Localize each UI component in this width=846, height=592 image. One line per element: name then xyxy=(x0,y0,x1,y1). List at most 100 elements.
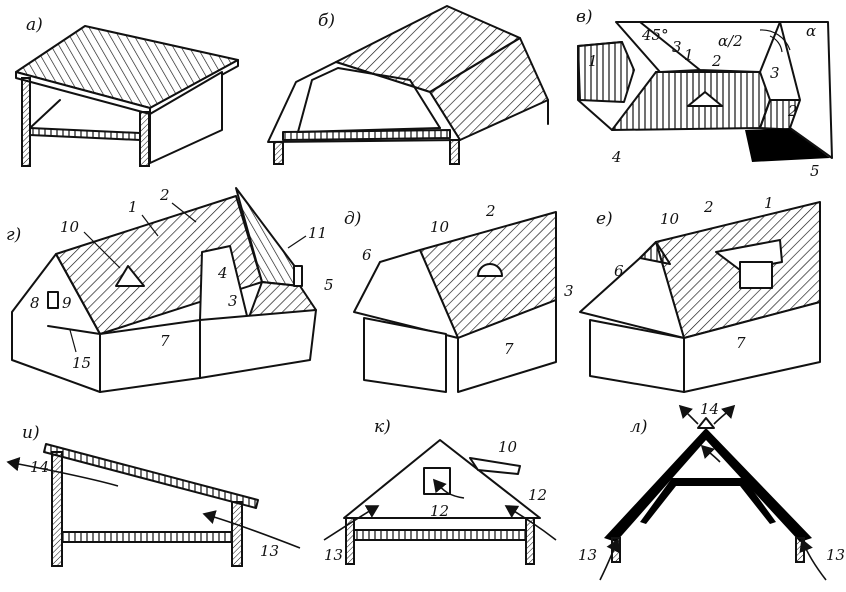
l-air-inlet-right xyxy=(799,538,827,581)
panel-g-hip-house: г) 1 2 3 4 5 7 8 9 10 11 15 xyxy=(6,186,334,393)
g-label-10: 10 xyxy=(60,218,80,236)
plan-label-2b: 2 xyxy=(787,102,798,120)
k-vent-louver xyxy=(423,467,451,495)
panel-e-caption: е) xyxy=(596,209,613,229)
attic-frame xyxy=(297,67,441,133)
k-label-13: 13 xyxy=(324,546,343,564)
l-air-outlet-left xyxy=(678,404,699,425)
plan-label-4: 4 xyxy=(611,148,622,166)
g-label-1: 1 xyxy=(128,198,138,216)
leader-11 xyxy=(287,235,307,249)
panel-k-gable-section: к) 10 12 12 13 xyxy=(323,417,557,565)
k-ridge-vent xyxy=(469,457,521,475)
i-floor-slab xyxy=(61,531,233,543)
plan-outline xyxy=(577,41,623,131)
g-label-8: 8 xyxy=(30,294,40,312)
g-label-5: 5 xyxy=(324,276,334,294)
k-air-inlet-arrow xyxy=(323,505,380,541)
l-air-rising xyxy=(700,444,721,463)
front-column xyxy=(139,111,150,167)
e-side-wall xyxy=(683,301,821,393)
panel-i-caption: и) xyxy=(22,423,40,443)
l-ridge-cap xyxy=(697,417,715,429)
panel-e-dutch-gable-house: е) 2 1 3 6 7 10 xyxy=(564,194,821,393)
roof-vent xyxy=(115,265,145,287)
panel-k-caption: к) xyxy=(374,417,391,437)
panel-d-caption: д) xyxy=(344,209,361,229)
side-wing-wall xyxy=(199,309,317,379)
d-side-wall xyxy=(457,299,557,393)
k-label-10: 10 xyxy=(498,438,518,456)
leader-2 xyxy=(171,202,197,223)
panel-g-caption: г) xyxy=(6,225,21,245)
panel-l-caption: л) xyxy=(630,417,647,437)
k-label-12b: 12 xyxy=(528,486,547,504)
e-label-3: 3 xyxy=(564,282,574,300)
panel-l-attic-section: л) 13 13 14 xyxy=(578,400,845,581)
leader-15 xyxy=(69,329,77,353)
l-label-14: 14 xyxy=(700,400,719,418)
l-roof-insulation xyxy=(604,428,812,542)
e-dormer-window xyxy=(739,261,773,289)
left-wall xyxy=(273,141,284,165)
d-label-2: 2 xyxy=(485,202,496,220)
i-right-wall xyxy=(231,501,243,567)
k-label-12a: 12 xyxy=(430,502,449,520)
d-label-7: 7 xyxy=(504,340,514,358)
plan-wing-right xyxy=(745,128,830,162)
mansard-floor xyxy=(282,129,451,141)
cornice xyxy=(47,325,101,335)
i-label-13: 13 xyxy=(260,542,279,560)
panel-b-caption: б) xyxy=(318,11,335,31)
plan-angle-alpha-half: α/2 xyxy=(718,32,743,50)
front-wall xyxy=(99,319,201,393)
plan-main-slope xyxy=(611,71,771,131)
inner-edge xyxy=(29,99,61,129)
l-label-13a: 13 xyxy=(578,546,597,564)
d-front-wall xyxy=(363,317,447,393)
plan-dormer xyxy=(687,91,723,107)
e-label-10: 10 xyxy=(660,210,680,228)
plan-angle-45: 45° xyxy=(641,26,669,44)
i-air-outlet-arrow xyxy=(6,457,119,487)
i-air-inlet-arrow xyxy=(202,510,301,549)
k-right-wall xyxy=(525,517,535,565)
e-gablet xyxy=(639,241,671,265)
plan-label-1b: 1 xyxy=(684,46,694,64)
leader-10 xyxy=(83,231,121,269)
panel-i-lean-to-section: и) 13 14 xyxy=(6,423,301,567)
g-label-2: 2 xyxy=(159,186,170,204)
i-label-14: 14 xyxy=(30,458,49,476)
e-label-7: 7 xyxy=(736,334,746,352)
plan-label-3b: 3 xyxy=(770,64,780,82)
attic-window xyxy=(47,291,59,309)
g-label-7: 7 xyxy=(160,332,170,350)
chimney xyxy=(293,265,303,287)
left-column xyxy=(21,77,31,167)
plan-label-5: 5 xyxy=(810,162,820,180)
panel-a-flat-roof: а) xyxy=(15,15,239,167)
plan-label-2a: 2 xyxy=(711,52,722,70)
plan-right-wing xyxy=(779,21,833,159)
e-label-1: 1 xyxy=(764,194,774,212)
g-label-11: 11 xyxy=(308,224,327,242)
panel-d-half-hip-house: д) 2 6 7 10 xyxy=(344,202,557,393)
e-label-2: 2 xyxy=(703,198,714,216)
alpha-arc xyxy=(759,29,791,51)
plan-label-1a: 1 xyxy=(588,52,598,70)
i-roof-slab xyxy=(43,443,259,509)
k-air-outlet-arrow xyxy=(432,478,465,499)
g-label-15: 15 xyxy=(72,354,91,372)
k-air-inlet-right xyxy=(504,505,557,541)
e-label-6: 6 xyxy=(614,262,624,280)
plan-label-3a: 3 xyxy=(672,38,682,56)
l-air-outlet-right xyxy=(713,404,736,425)
panel-b-mansard-roof: б) xyxy=(267,5,549,165)
alpha-half-arc xyxy=(769,35,783,53)
g-label-4: 4 xyxy=(217,264,228,282)
i-left-wall xyxy=(51,451,63,567)
l-label-13b: 13 xyxy=(826,546,845,564)
d-label-6: 6 xyxy=(362,246,372,264)
g-label-3: 3 xyxy=(228,292,238,310)
